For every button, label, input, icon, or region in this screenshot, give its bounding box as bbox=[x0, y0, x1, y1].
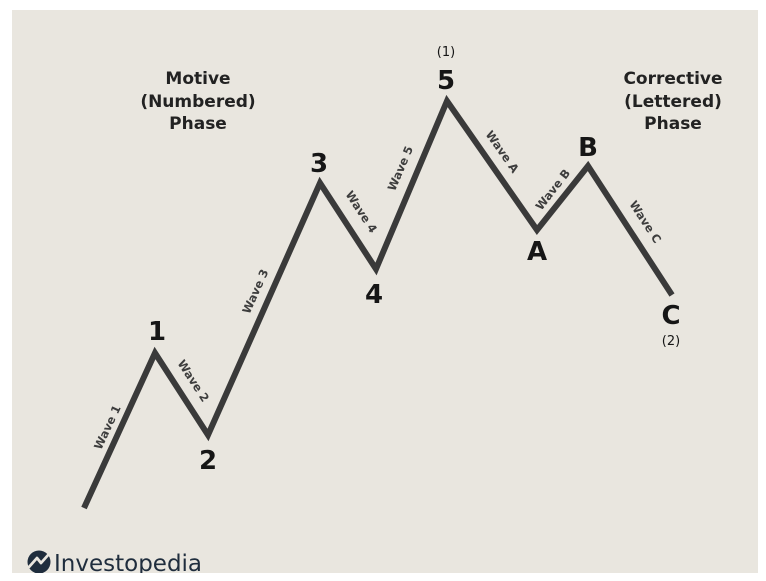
corrective-line-3: Phase bbox=[644, 114, 702, 134]
point-3-label: 3 bbox=[310, 149, 328, 179]
point-a-label: A bbox=[527, 237, 547, 267]
brand-name: Investopedia bbox=[54, 551, 202, 573]
point-c-sub-label: (2) bbox=[662, 334, 680, 349]
motive-line-3: Phase bbox=[169, 114, 227, 134]
motive-line-1: Motive bbox=[165, 69, 230, 89]
motive-phase-label: Motive (Numbered) Phase bbox=[140, 69, 255, 134]
wave-a-label: Wave A bbox=[483, 128, 522, 176]
point-c-label: C bbox=[661, 301, 680, 331]
motive-line-2: (Numbered) bbox=[140, 92, 255, 112]
investopedia-logo: Investopedia bbox=[27, 550, 202, 573]
point-4-label: 4 bbox=[365, 280, 383, 310]
point-b-label: B bbox=[578, 133, 598, 163]
corrective-line-2: (Lettered) bbox=[624, 92, 722, 112]
point-5-sub-label: (1) bbox=[437, 45, 455, 60]
point-2-label: 2 bbox=[199, 446, 217, 476]
wave-svg: Motive (Numbered) Phase Corrective (Lett… bbox=[27, 45, 723, 573]
elliott-wave-diagram: Motive (Numbered) Phase Corrective (Lett… bbox=[12, 10, 758, 573]
point-5-label: 5 bbox=[437, 66, 455, 96]
wave-path bbox=[81, 94, 675, 510]
corrective-line-1: Corrective bbox=[623, 69, 722, 89]
corrective-phase-label: Corrective (Lettered) Phase bbox=[623, 69, 722, 134]
investopedia-logo-icon bbox=[27, 550, 51, 573]
point-1-label: 1 bbox=[148, 317, 166, 347]
